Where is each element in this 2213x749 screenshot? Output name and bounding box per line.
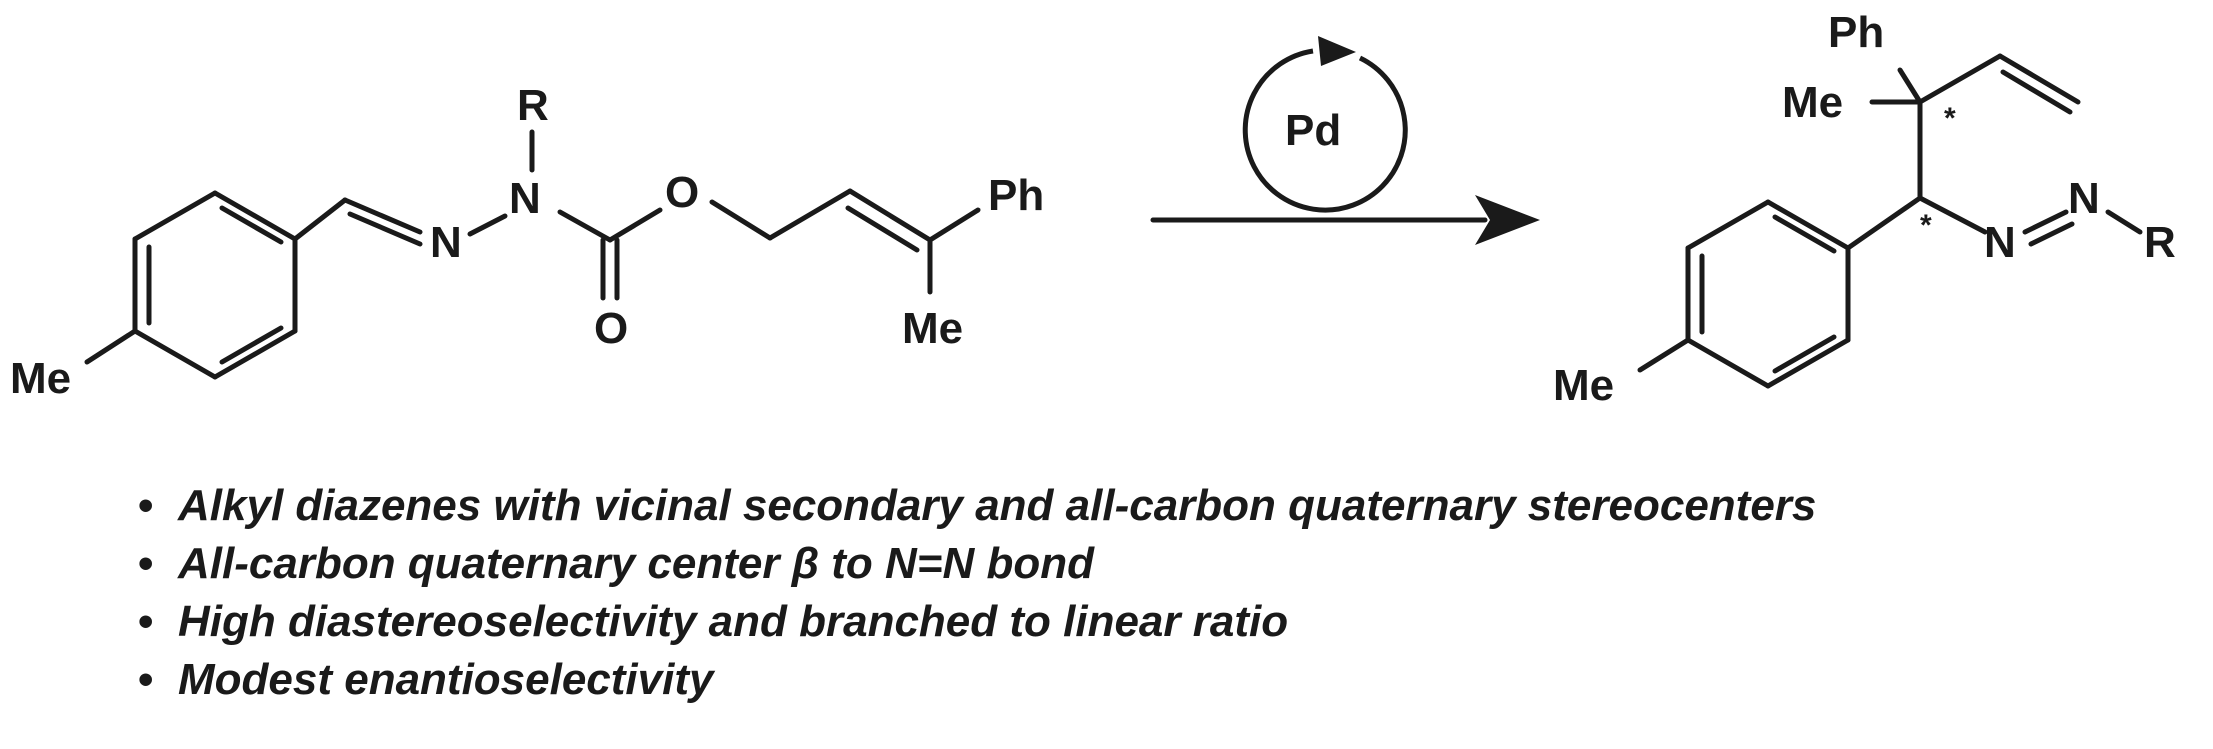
bullet-icon: • <box>138 597 154 646</box>
product-ph-label: Ph <box>1828 8 1884 57</box>
feature-text: Alkyl diazenes with vicinal secondary an… <box>178 481 1817 530</box>
reactant-me-alkene-label: Me <box>902 304 963 353</box>
reactant-me-label: Me <box>10 354 71 403</box>
feature-item: • Modest enantioselectivity <box>138 651 1816 709</box>
reactant-n-amide-label: N <box>509 174 541 223</box>
catalyst-label: Pd <box>1285 106 1341 155</box>
bullet-icon: • <box>138 539 154 588</box>
product-n2-label: N <box>2068 174 2100 223</box>
bullet-icon: • <box>138 481 154 530</box>
feature-text: High diastereoselectivity and branched t… <box>178 597 1289 646</box>
bullet-icon: • <box>138 655 154 704</box>
reactant-n-imine-label: N <box>430 218 462 267</box>
reaction-scheme: Me N N R O O Ph Me <box>10 8 2176 410</box>
feature-list: • Alkyl diazenes with vicinal secondary a… <box>138 477 1816 709</box>
product-molecule: Me * Me Ph * N N R <box>1553 8 2176 410</box>
reaction-arrow <box>1150 195 1540 245</box>
product-me-aryl-label: Me <box>1553 361 1614 410</box>
reactant-o-carbonyl-label: O <box>594 304 628 353</box>
reactant-o-ester-label: O <box>665 168 699 217</box>
feature-item: • Alkyl diazenes with vicinal secondary a… <box>138 477 1816 535</box>
feature-text: All-carbon quaternary center β to N=N bo… <box>178 539 1094 588</box>
catalytic-cycle-icon <box>1242 36 1408 213</box>
reactant-r-label: R <box>517 81 549 130</box>
product-aryl-ring <box>1685 199 1851 389</box>
product-star-quaternary: * <box>1944 102 1956 135</box>
product-star-secondary: * <box>1920 209 1932 242</box>
reactant-molecule: Me N N R O O Ph Me <box>10 81 1044 403</box>
reactant-aryl-ring <box>132 190 298 380</box>
product-me-quat-label: Me <box>1782 78 1843 127</box>
product-n1-label: N <box>1984 218 2016 267</box>
feature-item: • High diastereoselectivity and branched … <box>138 593 1816 651</box>
reactant-methyl-bond <box>84 328 138 365</box>
reactant-ph-label: Ph <box>988 171 1044 220</box>
feature-item: • All-carbon quaternary center β to N=N b… <box>138 535 1816 593</box>
feature-text: Modest enantioselectivity <box>178 655 714 704</box>
product-r-label: R <box>2144 218 2176 267</box>
